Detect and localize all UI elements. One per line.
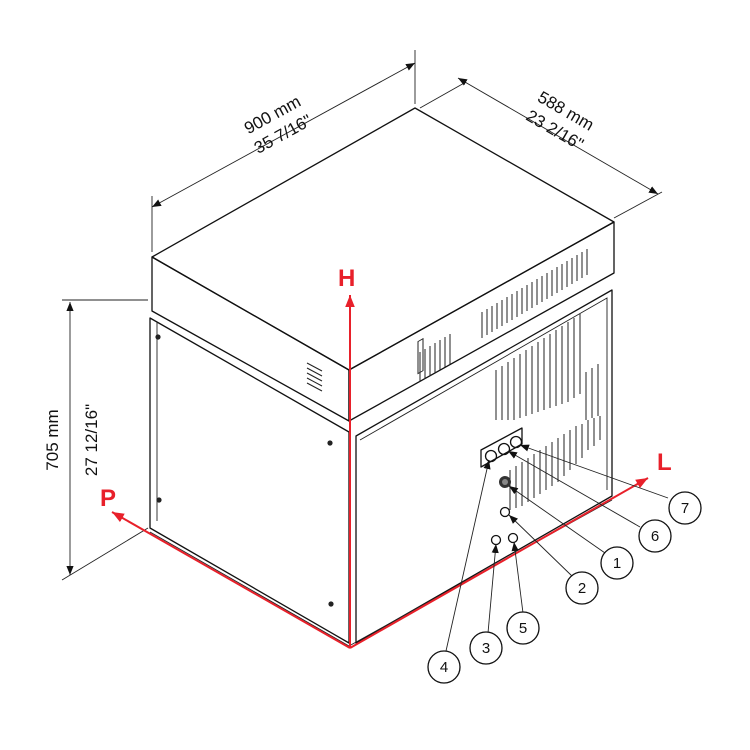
lid-front-face [151, 256, 350, 422]
dimension-lines [61, 50, 663, 581]
callout-1: 1 [600, 546, 634, 580]
fitting-2-icon [499, 506, 511, 518]
height-mm-label: 705 mm [43, 409, 62, 470]
lid-top-face [151, 107, 615, 371]
height-inch-label: 27 12/16" [82, 404, 101, 476]
screw-icon [156, 497, 162, 503]
svg-text:3: 3 [482, 640, 490, 657]
callout-4: 4 [427, 650, 461, 684]
depth-dimension-line [457, 77, 659, 195]
housing-right-panel-inner-edge [359, 297, 608, 490]
fitting-5-icon [507, 532, 519, 544]
length-axis-arrow [349, 477, 649, 649]
callout-circles: 7 6 1 2 5 3 4 [427, 491, 702, 684]
callout-7: 7 [668, 491, 702, 525]
width-dimension-line [151, 62, 416, 208]
height-label-group: 705 mm 27 12/16" [43, 404, 101, 476]
fitting-plate [480, 427, 523, 468]
fitting-3-icon [490, 534, 502, 546]
screw-icon [327, 440, 333, 446]
callout-leaders [445, 444, 669, 652]
housing-left-panel [149, 317, 350, 644]
callout-2: 2 [565, 571, 599, 605]
panel-screws [155, 334, 334, 607]
svg-text:1: 1 [613, 555, 621, 572]
screw-icon [155, 334, 161, 340]
vent-slots-lid [419, 249, 588, 382]
depth-axis-label: P [100, 485, 116, 512]
svg-text:7: 7 [681, 500, 689, 517]
screw-icon [328, 601, 334, 607]
svg-text:5: 5 [519, 620, 527, 637]
length-axis-label: L [657, 449, 672, 476]
fitting-7-icon [509, 435, 523, 449]
depth-axis-arrow [111, 511, 351, 649]
machine-body [149, 107, 615, 647]
depth-label-group: 588 mm 23 2/16" [523, 87, 597, 154]
vent-lid-front [306, 362, 323, 392]
svg-text:6: 6 [651, 528, 659, 545]
vent-slots-housing [495, 314, 601, 510]
width-label-group: 900 mm 35 7/16" [241, 92, 315, 158]
callout-6: 6 [638, 519, 672, 553]
connection-plate [480, 427, 523, 546]
height-axis-label: H [338, 265, 355, 292]
callout-5: 5 [506, 611, 540, 645]
svg-text:4: 4 [440, 659, 448, 676]
fitting-6-icon [497, 442, 511, 456]
axes: H L P [100, 265, 672, 649]
svg-text:2: 2 [578, 580, 586, 597]
fitting-4-icon [484, 449, 498, 463]
callout-3: 3 [469, 631, 503, 665]
housing-right-panel [355, 289, 613, 644]
